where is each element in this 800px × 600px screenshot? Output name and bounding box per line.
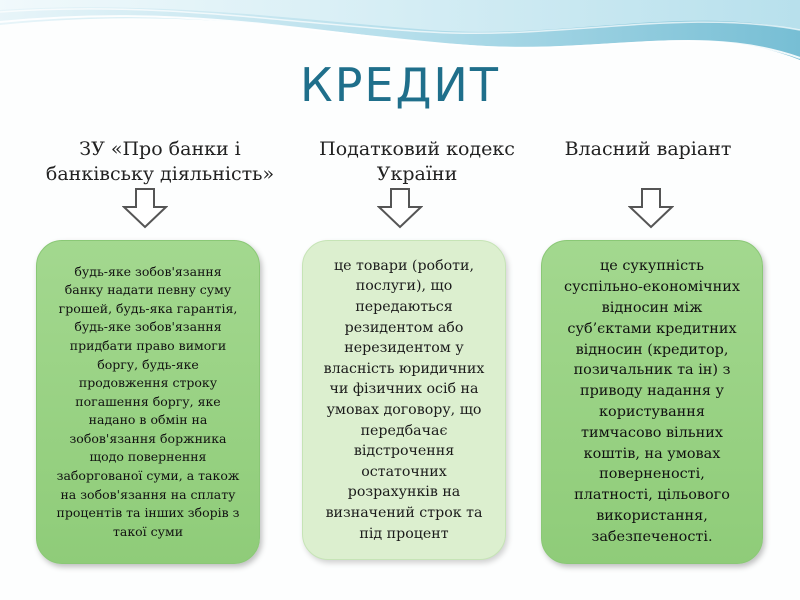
down-arrow-icon [628, 188, 674, 229]
column-heading-law-on-banks: ЗУ «Про банки і банківську діяльність» [40, 137, 280, 187]
column-heading-own-variant: Власний варіант [548, 137, 748, 162]
heading-line: Власний варіант [564, 138, 732, 160]
header-wave-decoration [0, 0, 800, 60]
definition-box-own-variant: це сукупність суспільно-економічних відн… [541, 240, 763, 564]
heading-line: Податковий кодекс [319, 138, 515, 160]
heading-line: ЗУ «Про банки і [79, 138, 241, 160]
definition-box-law-on-banks: будь-яке зобов'язання банку надати певну… [36, 240, 260, 564]
definition-text: будь-яке зобов'язання банку надати певну… [56, 263, 240, 539]
definition-box-tax-code: це товари (роботи, послуги), що передают… [302, 240, 506, 560]
heading-line: України [376, 163, 458, 185]
definition-text: це сукупність суспільно-економічних відн… [564, 258, 740, 545]
down-arrow-icon [377, 188, 423, 229]
definition-text: це товари (роботи, послуги), що передают… [323, 257, 485, 542]
heading-line: банківську діяльність» [45, 163, 275, 185]
slide-title: КРЕДИТ [300, 58, 500, 112]
down-arrow-icon [122, 188, 168, 229]
column-heading-tax-code: Податковий кодекс України [312, 137, 522, 187]
